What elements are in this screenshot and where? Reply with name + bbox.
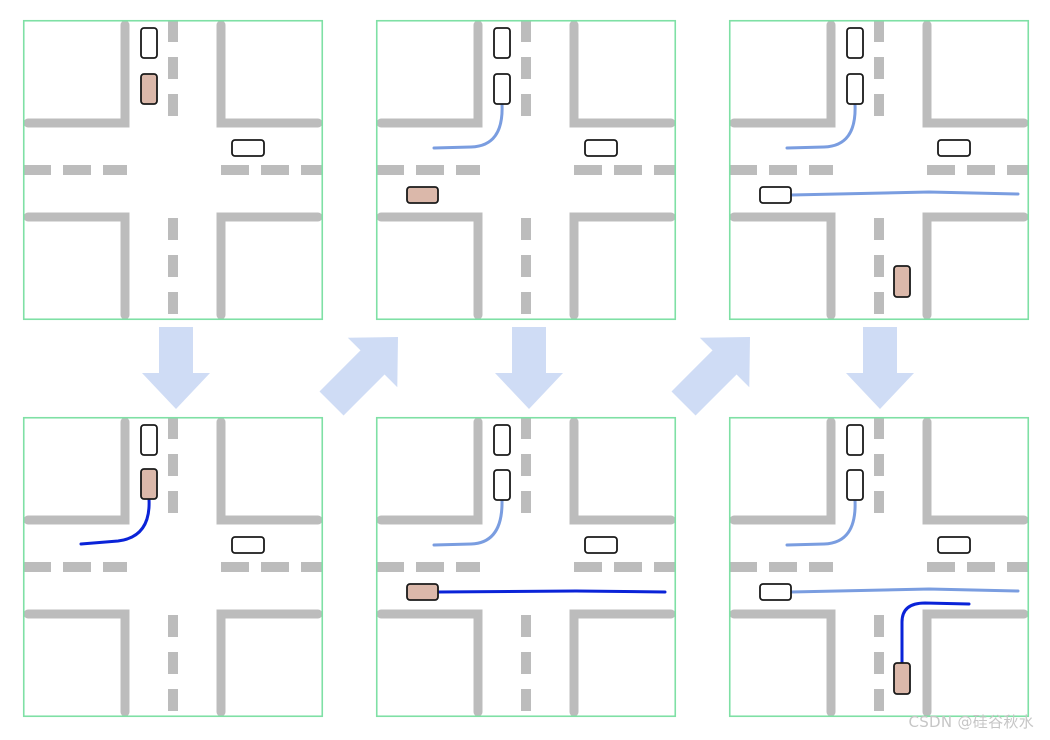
intersection [376, 20, 676, 320]
flow-arrow-shape [319, 337, 398, 416]
other-vehicle [493, 424, 511, 456]
road-curb-bottom-left [23, 609, 130, 717]
past-trajectory [789, 587, 1020, 594]
road-curb-top-left [729, 417, 836, 525]
ego-vehicle [140, 468, 158, 500]
past-trajectory [785, 102, 857, 150]
past-trajectory [432, 498, 504, 547]
road-curb-top-left [376, 20, 483, 128]
intersection [23, 20, 323, 320]
other-vehicle [584, 139, 618, 157]
panel-frame [22, 19, 324, 321]
other-vehicle [140, 424, 158, 456]
other-vehicle [759, 583, 792, 601]
panel-frame [728, 416, 1030, 718]
road-curb-top-right [569, 20, 676, 128]
panel-5 [728, 19, 1030, 321]
road-curb-top-left [376, 417, 483, 525]
panel-3 [375, 19, 677, 321]
past-trajectory [785, 498, 857, 547]
flow-arrow-3-to-4 [495, 327, 563, 409]
ego-vehicle [893, 265, 911, 298]
current-trajectory [900, 601, 971, 665]
intersection [23, 417, 323, 717]
current-trajectory [436, 589, 667, 594]
other-vehicle [937, 139, 971, 157]
other-vehicle [231, 139, 265, 157]
flow-arrow-4-to-5 [671, 337, 750, 416]
panel-frame [22, 416, 324, 718]
other-vehicle [846, 27, 864, 59]
road-curb-bottom-left [376, 609, 483, 717]
flow-arrow-2-to-3 [319, 337, 398, 416]
other-vehicle [584, 536, 618, 554]
ego-vehicle [893, 662, 911, 695]
other-vehicle [493, 27, 511, 59]
panel-4 [375, 416, 677, 718]
panel-frame [728, 19, 1030, 321]
panel-6 [728, 416, 1030, 718]
other-vehicle [231, 536, 265, 554]
panel-1 [22, 19, 324, 321]
road-curb-bottom-left [23, 212, 130, 320]
flow-arrow-1-to-2 [142, 327, 210, 409]
ego-vehicle [406, 583, 439, 601]
road-curb-bottom-left [376, 212, 483, 320]
road-curb-top-right [922, 20, 1029, 128]
panel-2 [22, 416, 324, 718]
other-vehicle [846, 73, 864, 105]
flow-arrow-shape [671, 337, 750, 416]
road-curb-top-left [23, 20, 130, 128]
road-curb-bottom-right [922, 609, 1029, 717]
road-curb-top-right [216, 20, 323, 128]
road-curb-bottom-right [569, 212, 676, 320]
panel-frame [375, 416, 677, 718]
ego-vehicle [140, 73, 158, 105]
intersection [729, 20, 1029, 320]
other-vehicle [937, 536, 971, 554]
road-curb-top-right [922, 417, 1029, 525]
other-vehicle [493, 469, 511, 501]
past-trajectory [789, 190, 1020, 197]
ego-vehicle [406, 186, 439, 204]
road-curb-bottom-right [216, 212, 323, 320]
other-vehicle [493, 73, 511, 105]
road-curb-top-right [216, 417, 323, 525]
road-curb-top-right [569, 417, 676, 525]
flow-arrow-5-to-6 [846, 327, 914, 409]
intersection [376, 417, 676, 717]
other-vehicle [140, 27, 158, 59]
past-trajectory [432, 102, 504, 150]
road-curb-bottom-right [216, 609, 323, 717]
other-vehicle [846, 424, 864, 456]
intersection [729, 417, 1029, 717]
panel-frame [375, 19, 677, 321]
road-curb-top-left [23, 417, 130, 525]
other-vehicle [846, 469, 864, 501]
road-curb-bottom-right [922, 212, 1029, 320]
road-curb-bottom-left [729, 212, 836, 320]
current-trajectory [79, 497, 151, 546]
road-curb-bottom-left [729, 609, 836, 717]
watermark: CSDN @硅谷秋水 [908, 713, 1034, 731]
road-curb-top-left [729, 20, 836, 128]
other-vehicle [759, 186, 792, 204]
road-curb-bottom-right [569, 609, 676, 717]
